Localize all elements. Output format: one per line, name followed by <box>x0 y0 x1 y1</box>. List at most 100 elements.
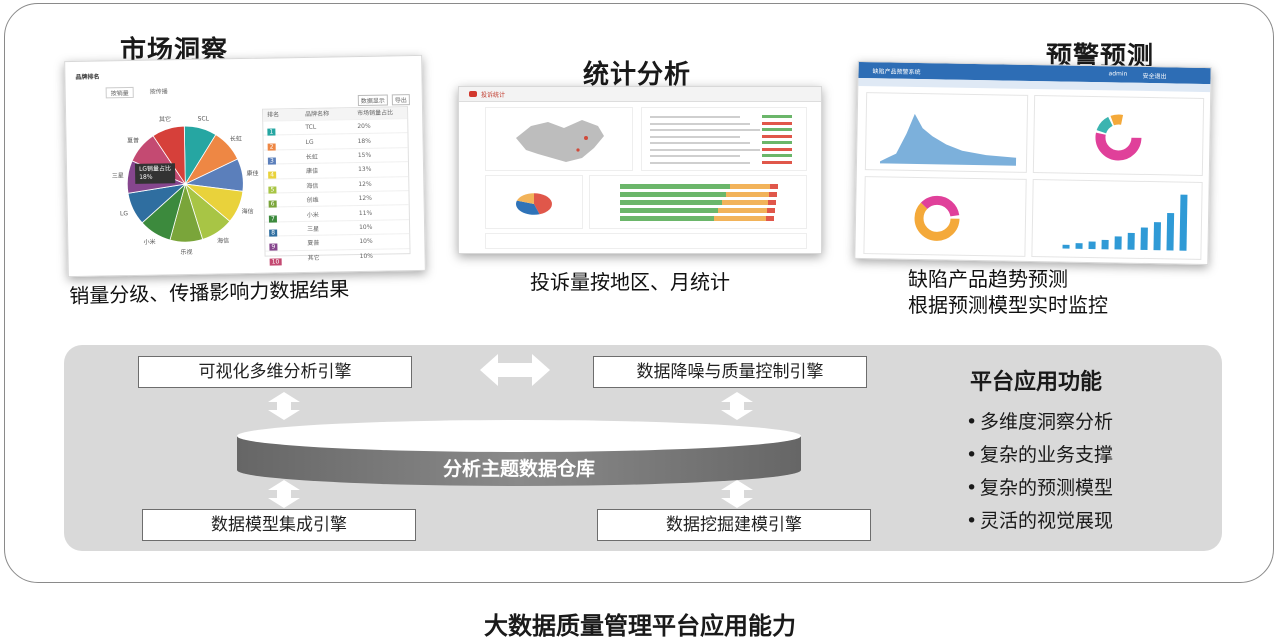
tooltip-value: 18% <box>139 173 153 181</box>
stat-bar-segment <box>770 184 778 189</box>
warn-donut-chart-2 <box>914 195 960 241</box>
stat-bar-segment <box>768 200 776 205</box>
pie-label: 夏普 <box>127 136 139 144</box>
warn-bar <box>1062 244 1070 249</box>
stat-bar-segment <box>769 192 777 197</box>
section-title-statistics: 统计分析 <box>583 60 692 90</box>
warn-area-panel <box>864 92 1029 173</box>
vertical-arrow-icon-bl <box>268 480 300 508</box>
engine-visual-analysis: 可视化多维分析引擎 <box>138 356 412 388</box>
engine-denoise-quality: 数据降噪与质量控制引擎 <box>593 356 867 388</box>
stat-bar-segment <box>766 216 774 221</box>
pie-label: 小米 <box>143 238 155 246</box>
pie-label: 其它 <box>159 115 171 123</box>
rank-badge: 10 <box>269 258 282 266</box>
share-cell: 10% <box>359 223 373 231</box>
list-status <box>762 115 792 118</box>
warehouse-label: 分析主题数据仓库 <box>442 458 595 480</box>
market-app-title: 品牌排名 <box>75 73 100 81</box>
warning-caption-line2: 根据预测模型实时监控 <box>908 293 1108 317</box>
list-status <box>762 128 792 131</box>
warn-bar <box>1127 232 1135 250</box>
engine-model-integration: 数据模型集成引擎 <box>142 509 416 541</box>
warn-area-chart <box>879 113 1017 166</box>
stat-header-bar <box>459 87 821 102</box>
list-status <box>762 160 792 164</box>
warn-donut-chart-1 <box>1095 114 1142 161</box>
function-item-label: 灵活的视觉展现 <box>980 510 1114 532</box>
list-line <box>650 122 750 125</box>
function-item-label: 复杂的业务支撑 <box>980 444 1114 466</box>
share-cell: 10% <box>359 238 373 246</box>
warn-bar <box>1140 227 1148 251</box>
tab-by-spread[interactable]: 按传播 <box>149 88 168 96</box>
share-cell: 12% <box>358 194 372 203</box>
stat-bar-segment <box>620 208 718 213</box>
share-cell: 15% <box>357 151 372 159</box>
list-line <box>650 155 740 157</box>
statistics-caption: 投诉量按地区、月统计 <box>530 270 730 294</box>
list-line <box>650 142 750 144</box>
warn-bar-panel <box>1031 178 1203 260</box>
stat-bar-segment <box>620 216 714 221</box>
brand-cell: 长虹 <box>305 153 318 161</box>
list-line <box>650 161 750 164</box>
brand-cell: TCL <box>305 123 317 132</box>
warn-bar <box>1101 239 1109 250</box>
warning-caption-line1: 缺陷产品趋势预测 <box>908 267 1068 291</box>
export-button[interactable]: 导出 <box>391 94 410 106</box>
stat-bar-segment <box>767 208 775 213</box>
function-item-label: 多维度洞察分析 <box>980 411 1114 433</box>
stat-list-panel <box>641 107 807 171</box>
stat-bar-segment <box>620 184 730 189</box>
stat-pie-slice <box>516 200 540 215</box>
warning-screenshot: 缺陷产品预警系统 admin 安全退出 <box>854 60 1212 266</box>
warn-app-title: 缺陷产品预警系统 <box>872 68 921 77</box>
warn-donut-panel-1 <box>1032 95 1205 176</box>
statistics-screenshot: 投诉统计 <box>458 86 822 254</box>
warn-user[interactable]: admin <box>1108 70 1128 78</box>
data-display-button[interactable]: 数据显示 <box>357 94 388 107</box>
pie-label: LG <box>120 210 128 217</box>
share-cell: 10% <box>359 252 373 260</box>
logout-link[interactable]: 安全退出 <box>1142 72 1167 81</box>
tab-by-sales[interactable]: 按销量 <box>105 86 134 99</box>
col-share: 市场销量占比 <box>357 109 394 118</box>
vertical-arrow-icon-tl <box>268 392 300 420</box>
vertical-arrow-icon-br <box>721 480 753 508</box>
stat-pie-slice <box>534 193 552 215</box>
share-cell: 13% <box>358 166 372 174</box>
brand-cell: 其它 <box>307 254 320 262</box>
tooltip-label: LG销量占比 <box>138 165 172 173</box>
engine-mining-modeling: 数据挖掘建模引擎 <box>597 509 871 541</box>
pie-label: 海信 <box>242 207 254 215</box>
brand-cell: 海信 <box>306 182 319 190</box>
warn-bar <box>1153 222 1161 251</box>
table-row: 10 其它 10% <box>265 247 410 266</box>
list-line <box>650 116 740 118</box>
warn-bar <box>1088 241 1096 250</box>
brand-cell: LG <box>305 138 314 146</box>
function-item: •复杂的业务支撑 <box>966 444 1114 466</box>
list-status <box>762 134 792 138</box>
pie-label: 康佳 <box>246 169 258 177</box>
function-item: •灵活的视觉展现 <box>966 510 1114 532</box>
list-status <box>762 121 792 125</box>
stat-bar-segment <box>620 192 726 197</box>
list-line <box>650 148 760 151</box>
horizontal-double-arrow-icon <box>480 354 550 386</box>
brand-cell: 小米 <box>306 211 319 219</box>
stat-bar-segment <box>726 192 769 197</box>
functions-list: •多维度洞察分析 •复杂的业务支撑 •复杂的预测模型 •灵活的视觉展现 <box>966 406 1113 538</box>
brand-cell: 康佳 <box>306 168 319 176</box>
stat-app-title: 投诉统计 <box>481 92 506 99</box>
list-status <box>762 147 792 151</box>
list-line <box>650 135 740 138</box>
function-item-label: 复杂的预测模型 <box>980 477 1114 499</box>
stat-pie-slice <box>516 193 534 204</box>
stat-pie-panel <box>485 175 583 229</box>
stat-bar-panel <box>589 175 807 229</box>
